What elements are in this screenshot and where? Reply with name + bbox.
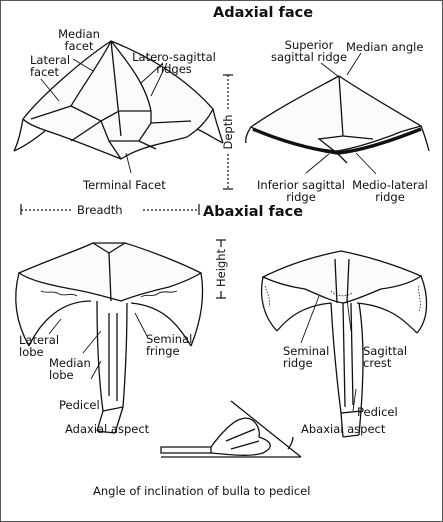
label-breadth: Breadth bbox=[77, 204, 123, 216]
caption-adaxial-aspect: Adaxial aspect bbox=[65, 423, 149, 435]
caption-angle-of-inclination: Angle of inclination of bulla to pedicel bbox=[93, 485, 310, 497]
caption-abaxial-aspect: Abaxial aspect bbox=[301, 423, 385, 435]
label-median-facet: Median facet bbox=[58, 28, 100, 52]
label-median-angle: Median angle bbox=[346, 41, 423, 53]
heading-adaxial-face: Adaxial face bbox=[213, 7, 313, 19]
adaxial-side-view-drawing bbox=[246, 53, 429, 174]
label-median-lobe: Median lobe bbox=[49, 357, 91, 381]
angle-of-inclination-drawing bbox=[161, 401, 301, 457]
label-medio-lateral-ridge: Medio-lateral ridge bbox=[345, 179, 435, 203]
heading-abaxial-face: Abaxial face bbox=[203, 206, 303, 218]
label-sagittal-crest: Sagittal crest bbox=[363, 345, 407, 369]
label-pedicel-right: Pedicel bbox=[357, 406, 398, 418]
label-lateral-lobe: Lateral lobe bbox=[19, 334, 59, 358]
label-lateral-facet: Lateral facet bbox=[30, 54, 70, 78]
label-height: Height bbox=[214, 248, 228, 288]
label-pedicel-left: Pedicel bbox=[59, 399, 100, 411]
label-inferior-sagittal-ridge: Inferior sagittal ridge bbox=[247, 179, 355, 203]
label-superior-sagittal-ridge: Superior sagittal ridge bbox=[264, 39, 354, 63]
label-latero-sagittal-ridges: Latero-sagittal ridges bbox=[127, 51, 221, 75]
label-seminal-ridge: Seminal ridge bbox=[283, 345, 329, 369]
label-depth: Depth bbox=[221, 113, 235, 151]
label-terminal-facet: Terminal Facet bbox=[83, 179, 166, 191]
label-seminal-fringe: Seminal fringe bbox=[146, 333, 192, 357]
